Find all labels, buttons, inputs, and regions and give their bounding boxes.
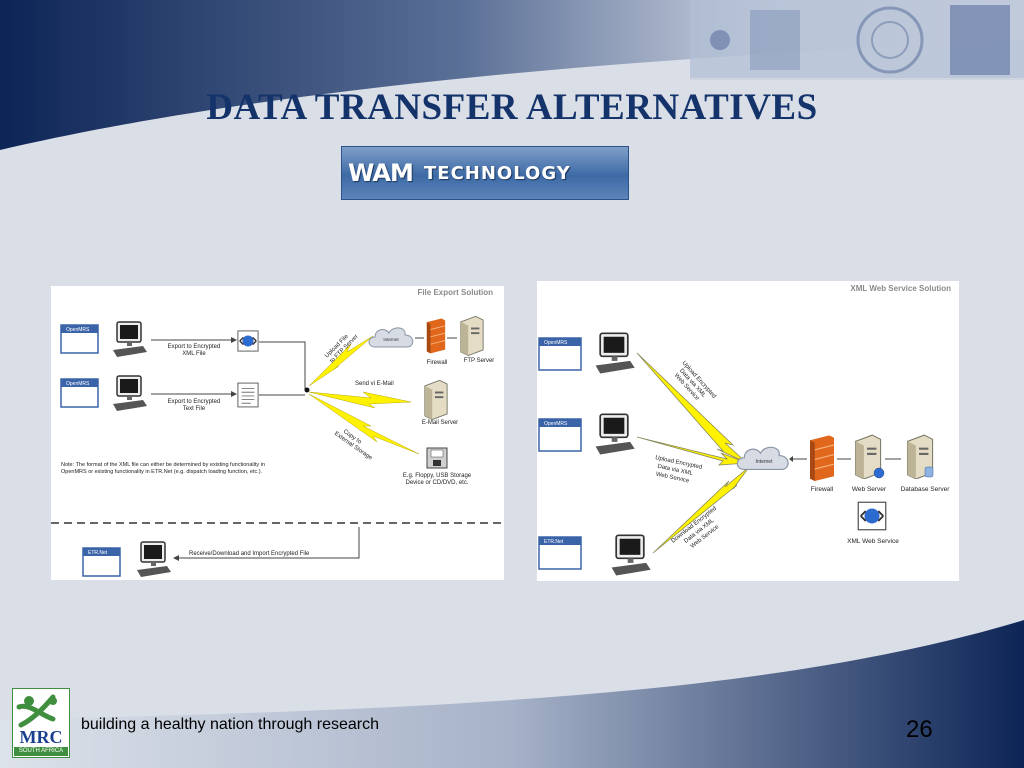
text-file-icon bbox=[237, 382, 259, 408]
export-text-label-1: Export to Encrypted bbox=[168, 399, 221, 405]
xml-service-title: XML Web Service Solution bbox=[850, 284, 951, 293]
logo-text-wam: WAM bbox=[348, 159, 414, 187]
send-email-label: Send vi E-Mail bbox=[355, 381, 394, 387]
openmrs-label-1: OpenMRS bbox=[66, 327, 90, 333]
web-server-label: Web Server bbox=[852, 486, 887, 493]
receive-label: Receive/Download and Import Encrypted Fi… bbox=[189, 551, 310, 557]
lightning-email-icon bbox=[308, 391, 412, 409]
note-line-2: OpenMRS or existing functionality in ETR… bbox=[61, 469, 263, 475]
note-line-1: Note: The format of the XML file can eit… bbox=[61, 462, 265, 468]
xml-web-service-diagram: XML Web Service Solution OpenMRS OpenMRS… bbox=[537, 281, 959, 581]
etr-net-box: ETR.Net bbox=[538, 536, 582, 570]
internet-label: Internet bbox=[383, 337, 399, 342]
database-server-label: Database Server bbox=[901, 486, 951, 493]
slide-title: DATA TRANSFER ALTERNATIVES bbox=[206, 87, 818, 128]
computer-icon bbox=[136, 541, 172, 578]
openmrs-box-2: OpenMRS bbox=[538, 418, 582, 452]
internet-label: Internet bbox=[756, 459, 774, 465]
firewall-icon bbox=[809, 434, 835, 481]
logo-text-technology: TECHNOLOGY bbox=[424, 163, 571, 184]
mrc-logo: MRC SOUTH AFRICA bbox=[12, 688, 70, 758]
export-xml-label-2: XML File bbox=[182, 351, 206, 357]
lightning-storage-icon bbox=[308, 393, 420, 455]
wam-technology-logo: WAM TECHNOLOGY bbox=[341, 146, 629, 200]
openmrs-box-2: OpenMRS bbox=[60, 378, 99, 408]
export-text-label-2: Text File bbox=[183, 406, 206, 412]
footer-tagline: building a healthy nation through resear… bbox=[81, 716, 379, 733]
ftp-server-label: FTP Server bbox=[464, 358, 495, 364]
etr-net-box: ETR.Net bbox=[82, 547, 121, 577]
xml-web-service-label: XML Web Service bbox=[847, 538, 899, 545]
email-server-icon bbox=[424, 379, 448, 420]
openmrs-label-1: OpenMRS bbox=[544, 340, 568, 346]
firewall-label: Firewall bbox=[811, 486, 834, 493]
computer-icon bbox=[112, 375, 148, 412]
file-export-diagram: File Export Solution OpenMRS OpenMRS Exp… bbox=[51, 286, 504, 580]
openmrs-label-2: OpenMRS bbox=[544, 421, 568, 427]
export-xml-label-1: Export to Encrypted bbox=[168, 344, 221, 350]
etr-net-label: ETR.Net bbox=[544, 539, 564, 545]
computer-icon bbox=[594, 332, 636, 375]
computer-icon bbox=[610, 534, 652, 577]
mrc-logo-subtext: SOUTH AFRICA bbox=[14, 747, 68, 756]
page-number: 26 bbox=[906, 716, 933, 743]
xml-file-icon bbox=[237, 330, 259, 352]
lightning-ftp-icon bbox=[308, 335, 374, 387]
firewall-label: Firewall bbox=[427, 360, 448, 366]
computer-icon bbox=[112, 321, 148, 358]
openmrs-label-2: OpenMRS bbox=[66, 381, 90, 387]
file-export-title: File Export Solution bbox=[417, 288, 493, 297]
storage-device-icon bbox=[426, 447, 448, 469]
openmrs-box-1: OpenMRS bbox=[538, 337, 582, 371]
etr-net-label: ETR.Net bbox=[88, 550, 108, 556]
firewall-icon bbox=[426, 318, 446, 354]
header-photo-collage bbox=[690, 0, 1024, 78]
storage-label-1: E.g. Floppy, USB Storage bbox=[403, 473, 472, 479]
ftp-server-icon bbox=[460, 315, 484, 356]
computer-icon bbox=[594, 413, 636, 456]
mrc-logo-text: MRC bbox=[19, 727, 63, 747]
email-server-label: E-Mail Server bbox=[422, 420, 458, 426]
storage-label-2: Device or CD/DVD, etc. bbox=[405, 480, 468, 486]
xml-web-service-icon bbox=[857, 501, 887, 531]
openmrs-box-1: OpenMRS bbox=[60, 324, 99, 354]
